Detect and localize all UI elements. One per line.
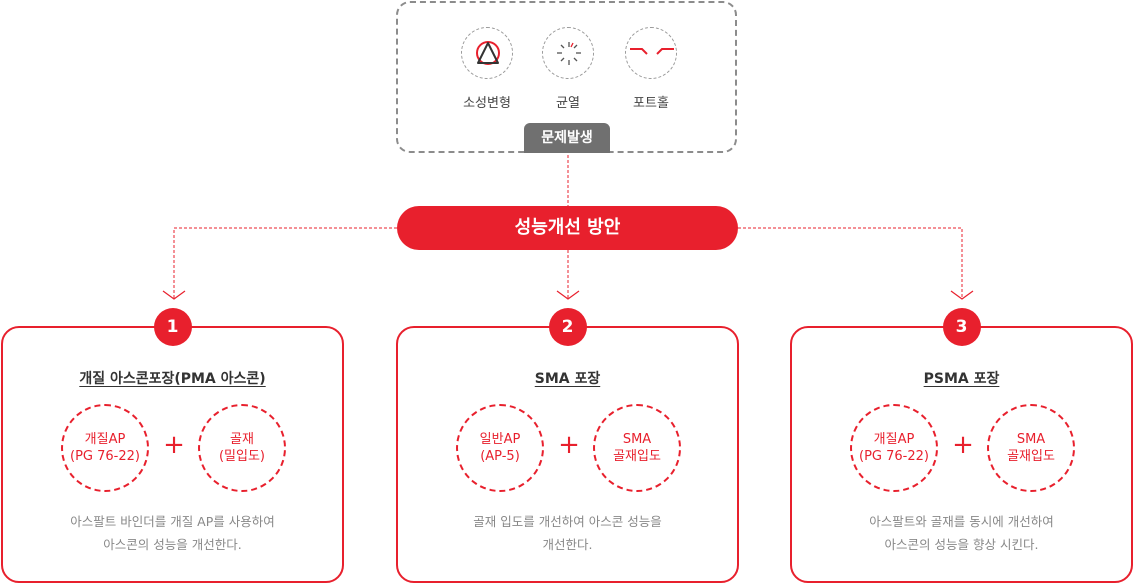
binder-name: 개질AP — [873, 432, 915, 447]
card-title: PSMA 포장 — [923, 371, 1000, 387]
issue-pothole: 포트홀 — [611, 27, 691, 111]
issue-rutting: 소성변형 — [447, 27, 527, 111]
improvement-plan-pill: 성능개선 방안 — [397, 206, 738, 250]
description-line: 아스콘의 성능을 향상 시킨다. — [884, 537, 1039, 552]
description-line: 아스팔트와 골재를 동시에 개선하여 — [869, 514, 1054, 529]
number-badge: 3 — [942, 308, 981, 346]
crack-icon — [542, 27, 594, 79]
description-line: 개선한다. — [542, 537, 593, 552]
pothole-icon — [625, 27, 677, 79]
binder-detail: (PG 76-22) — [859, 449, 929, 464]
description-line: 아스팔트 바인더를 개질 AP를 사용하여 — [70, 514, 275, 529]
aggregate-name: SMA — [622, 432, 652, 447]
aggregate-circle: SMA 골재입도 — [593, 404, 681, 492]
description-line: 골재 입도를 개선하여 아스콘 성능을 — [473, 514, 662, 529]
issue-label: 균열 — [556, 96, 580, 111]
plus-icon: + — [952, 430, 974, 460]
solution-card-3: 3 PSMA 포장 개질AP (PG 76-22) + SMA 골재입도 아스팔… — [790, 308, 1133, 583]
card-title: SMA 포장 — [534, 371, 601, 387]
problem-tag: 문제발생 — [524, 123, 610, 153]
binder-detail: (PG 76-22) — [70, 449, 140, 464]
arrow-1-icon — [162, 290, 186, 300]
number-badge: 1 — [153, 308, 192, 346]
arrow-2-icon — [556, 290, 580, 300]
card-description: 아스팔트 바인더를 개질 AP를 사용하여 아스콘의 성능을 개선한다. — [3, 510, 342, 556]
aggregate-circle: SMA 골재입도 — [987, 404, 1075, 492]
plus-icon: + — [163, 430, 185, 460]
binder-circle: 개질AP (PG 76-22) — [61, 404, 149, 492]
binder-detail: (AP-5) — [480, 449, 520, 464]
rutting-icon — [461, 27, 513, 79]
description-line: 아스콘의 성능을 개선한다. — [103, 537, 242, 552]
issue-crack: 균열 — [528, 27, 608, 111]
aggregate-detail: 골재입도 — [613, 449, 661, 464]
aggregate-circle: 골재 (밀입도) — [198, 404, 286, 492]
solution-card-2: 2 SMA 포장 일반AP (AP-5) + SMA 골재입도 골재 입도를 개… — [396, 308, 739, 583]
issue-label: 포트홀 — [633, 96, 669, 111]
binder-circle: 일반AP (AP-5) — [456, 404, 544, 492]
card-title: 개질 아스콘포장(PMA 아스콘) — [79, 371, 266, 387]
card-description: 골재 입도를 개선하여 아스콘 성능을 개선한다. — [398, 510, 737, 556]
arrow-3-icon — [950, 290, 974, 300]
aggregate-detail: 골재입도 — [1007, 449, 1055, 464]
problem-box: 소성변형 균열 — [396, 1, 737, 153]
number-badge: 2 — [548, 308, 587, 346]
aggregate-name: SMA — [1016, 432, 1046, 447]
card-description: 아스팔트와 골재를 동시에 개선하여 아스콘의 성능을 향상 시킨다. — [792, 510, 1131, 556]
issue-label: 소성변형 — [463, 96, 511, 111]
plus-icon: + — [558, 430, 580, 460]
binder-name: 개질AP — [84, 432, 126, 447]
solution-card-1: 1 개질 아스콘포장(PMA 아스콘) 개질AP (PG 76-22) + 골재… — [1, 308, 344, 583]
aggregate-name: 골재 — [230, 432, 254, 447]
aggregate-detail: (밀입도) — [218, 449, 266, 464]
binder-circle: 개질AP (PG 76-22) — [850, 404, 938, 492]
binder-name: 일반AP — [479, 432, 521, 447]
